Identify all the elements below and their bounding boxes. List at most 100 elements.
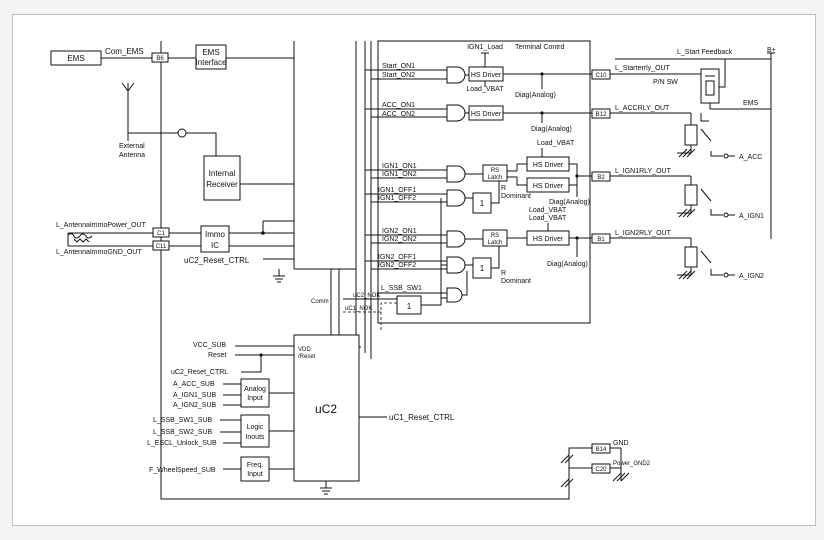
and-gate-start — [446, 66, 466, 84]
start-feedback-label: L_Start Feedback — [677, 49, 733, 56]
uc2-reset-ctrl-label: uC2_Reset_CTRL — [184, 256, 250, 265]
ign1rly-out-label: L_IGN1RLY_OUT — [615, 168, 672, 175]
svg-text:R: R — [501, 185, 506, 192]
vcc-sub-label: VCC_SUB — [193, 342, 226, 349]
svg-text:Dominant: Dominant — [501, 193, 531, 200]
wheelspeed-sub-label: F_WheelSpeed_SUB — [149, 467, 216, 474]
svg-text:Input: Input — [247, 471, 263, 478]
ign1-load-label: IGN1_Load — [467, 44, 503, 51]
antenna-gnd-label: L_AntennaImmoGND_OUT — [56, 249, 142, 256]
svg-text:Receiver: Receiver — [206, 180, 238, 189]
svg-text:B1: B1 — [597, 237, 605, 243]
a-acc-label: A_ACC — [739, 154, 762, 161]
svg-text:Load_VBAT: Load_VBAT — [529, 215, 567, 222]
logic-inputs-block — [240, 414, 270, 448]
svg-text:Logic: Logic — [247, 424, 264, 431]
ssb-sw1-label: L_SSB_SW1 — [381, 285, 422, 292]
acc-on2-label: ACC_ON2 — [382, 111, 415, 118]
pn-sw-label: P/N SW — [653, 79, 678, 86]
acc-on1-label: ACC_ON1 — [382, 102, 415, 109]
svg-text:B6: B6 — [156, 56, 164, 62]
svg-text:B2: B2 — [597, 175, 605, 181]
svg-text:Input: Input — [247, 395, 263, 402]
svg-text:Load_VBAT: Load_VBAT — [466, 86, 504, 93]
block-diagram: EMS Com_EMS B6 EMS Interface External An… — [50, 40, 776, 500]
and-gate-acc — [446, 104, 466, 122]
svg-text:VDD: VDD — [298, 347, 311, 353]
b-plus-label: B+ — [767, 47, 776, 54]
svg-text:Immo: Immo — [205, 230, 226, 239]
and-gate-ssb — [446, 287, 463, 303]
svg-text:C11: C11 — [156, 244, 167, 250]
svg-text:Inouts: Inouts — [245, 434, 265, 441]
svg-text:Analog: Analog — [244, 386, 266, 393]
uc1-nok-label: uC1_NOK — [345, 306, 372, 312]
svg-text:Freq.: Freq. — [247, 462, 263, 469]
svg-text:Latch: Latch — [488, 175, 503, 181]
power-gnd2-label: Power_GND2 — [613, 461, 651, 467]
svg-text:Diag(Analog): Diag(Analog) — [515, 92, 556, 99]
a-acc-sub-label: A_ACC_SUB — [173, 381, 215, 388]
svg-text:Diag(Analog): Diag(Analog) — [531, 126, 572, 133]
svg-text:Interface: Interface — [195, 58, 227, 67]
a-ign1-label: A_IGN1 — [739, 213, 764, 220]
com-ems-label: Com_EMS — [105, 47, 144, 56]
svg-text:Diag(Analog): Diag(Analog) — [547, 261, 588, 268]
ssb-sw2-sub-label: L_SSB_SW2_SUB — [153, 429, 212, 436]
accrly-out-label: L_ACCRLY_OUT — [615, 105, 670, 112]
comm-label: Comm — [311, 299, 329, 305]
uc2-label: uC2 — [315, 402, 337, 416]
svg-text:Latch: Latch — [488, 240, 503, 246]
uc2-nok-label: uC2_NOK — [353, 293, 380, 299]
a-ign2-label: A_IGN2 — [739, 273, 764, 280]
and-gate-ign2 — [446, 230, 466, 248]
antenna-connector — [177, 128, 187, 138]
svg-text:Internal: Internal — [209, 169, 236, 178]
terminal-control-label: Terminal Contrd — [515, 44, 565, 51]
ground-icon-uc2 — [320, 481, 332, 495]
svg-text:B12: B12 — [596, 112, 607, 118]
ssb-sw1-sub-label: L_SSB_SW1_SUB — [153, 417, 212, 424]
ign2-off2-label: IGN2_OFF2 — [378, 262, 416, 269]
svg-text:1: 1 — [407, 302, 412, 311]
svg-text:C20: C20 — [595, 467, 607, 473]
svg-text:C10: C10 — [595, 73, 607, 79]
freq-input-block — [240, 456, 270, 482]
acc-relay — [677, 113, 735, 159]
ign1-off1-label: IGN1_OFF1 — [378, 187, 416, 194]
svg-text:Dominant: Dominant — [501, 278, 531, 285]
ground-hatch-icon — [612, 448, 630, 482]
uc2-block — [293, 334, 360, 482]
ground-icon — [273, 269, 285, 283]
svg-text:EMS: EMS — [202, 48, 219, 57]
ign1-on2-label: IGN1_ON2 — [382, 171, 417, 178]
start-on1-label: Start_ON1 — [382, 63, 415, 70]
svg-text:External: External — [119, 143, 145, 150]
ems-block-label: EMS — [67, 54, 84, 63]
ign2-on2-label: IGN2_ON2 — [382, 236, 417, 243]
starter-out-label: L_Starterrly_OUT — [615, 65, 671, 72]
svg-text:1: 1 — [480, 264, 485, 273]
svg-text:B14: B14 — [596, 447, 607, 453]
terminal-control-box — [377, 40, 591, 324]
uc2-reset-ctrl-left-label: uC2_Reset_CTRL — [171, 369, 228, 376]
svg-text:HS Driver: HS Driver — [533, 236, 564, 243]
svg-text:HS Driver: HS Driver — [471, 72, 502, 79]
starter-relay — [700, 68, 720, 104]
gnd-label: GND — [613, 440, 629, 447]
and-gate-ign1 — [446, 165, 466, 183]
and-gate-ign2-off — [446, 256, 466, 274]
a-ign1-sub-label: A_IGN1_SUB — [173, 392, 217, 399]
antenna-icon — [121, 82, 135, 141]
ign2-off1-label: IGN2_OFF1 — [378, 254, 416, 261]
ign1-relay — [677, 176, 735, 218]
svg-text:IC: IC — [211, 241, 219, 250]
ign2-relay — [677, 238, 735, 280]
svg-text:Diag(Analog): Diag(Analog) — [549, 199, 590, 206]
svg-text:/Reset: /Reset — [298, 354, 316, 360]
svg-text:HS Driver: HS Driver — [533, 183, 564, 190]
rs-latch-ign1 — [482, 164, 508, 182]
svg-text:Antenna: Antenna — [119, 152, 145, 159]
svg-text:Load_VBAT: Load_VBAT — [529, 207, 567, 214]
svg-text:HS Driver: HS Driver — [533, 162, 564, 169]
